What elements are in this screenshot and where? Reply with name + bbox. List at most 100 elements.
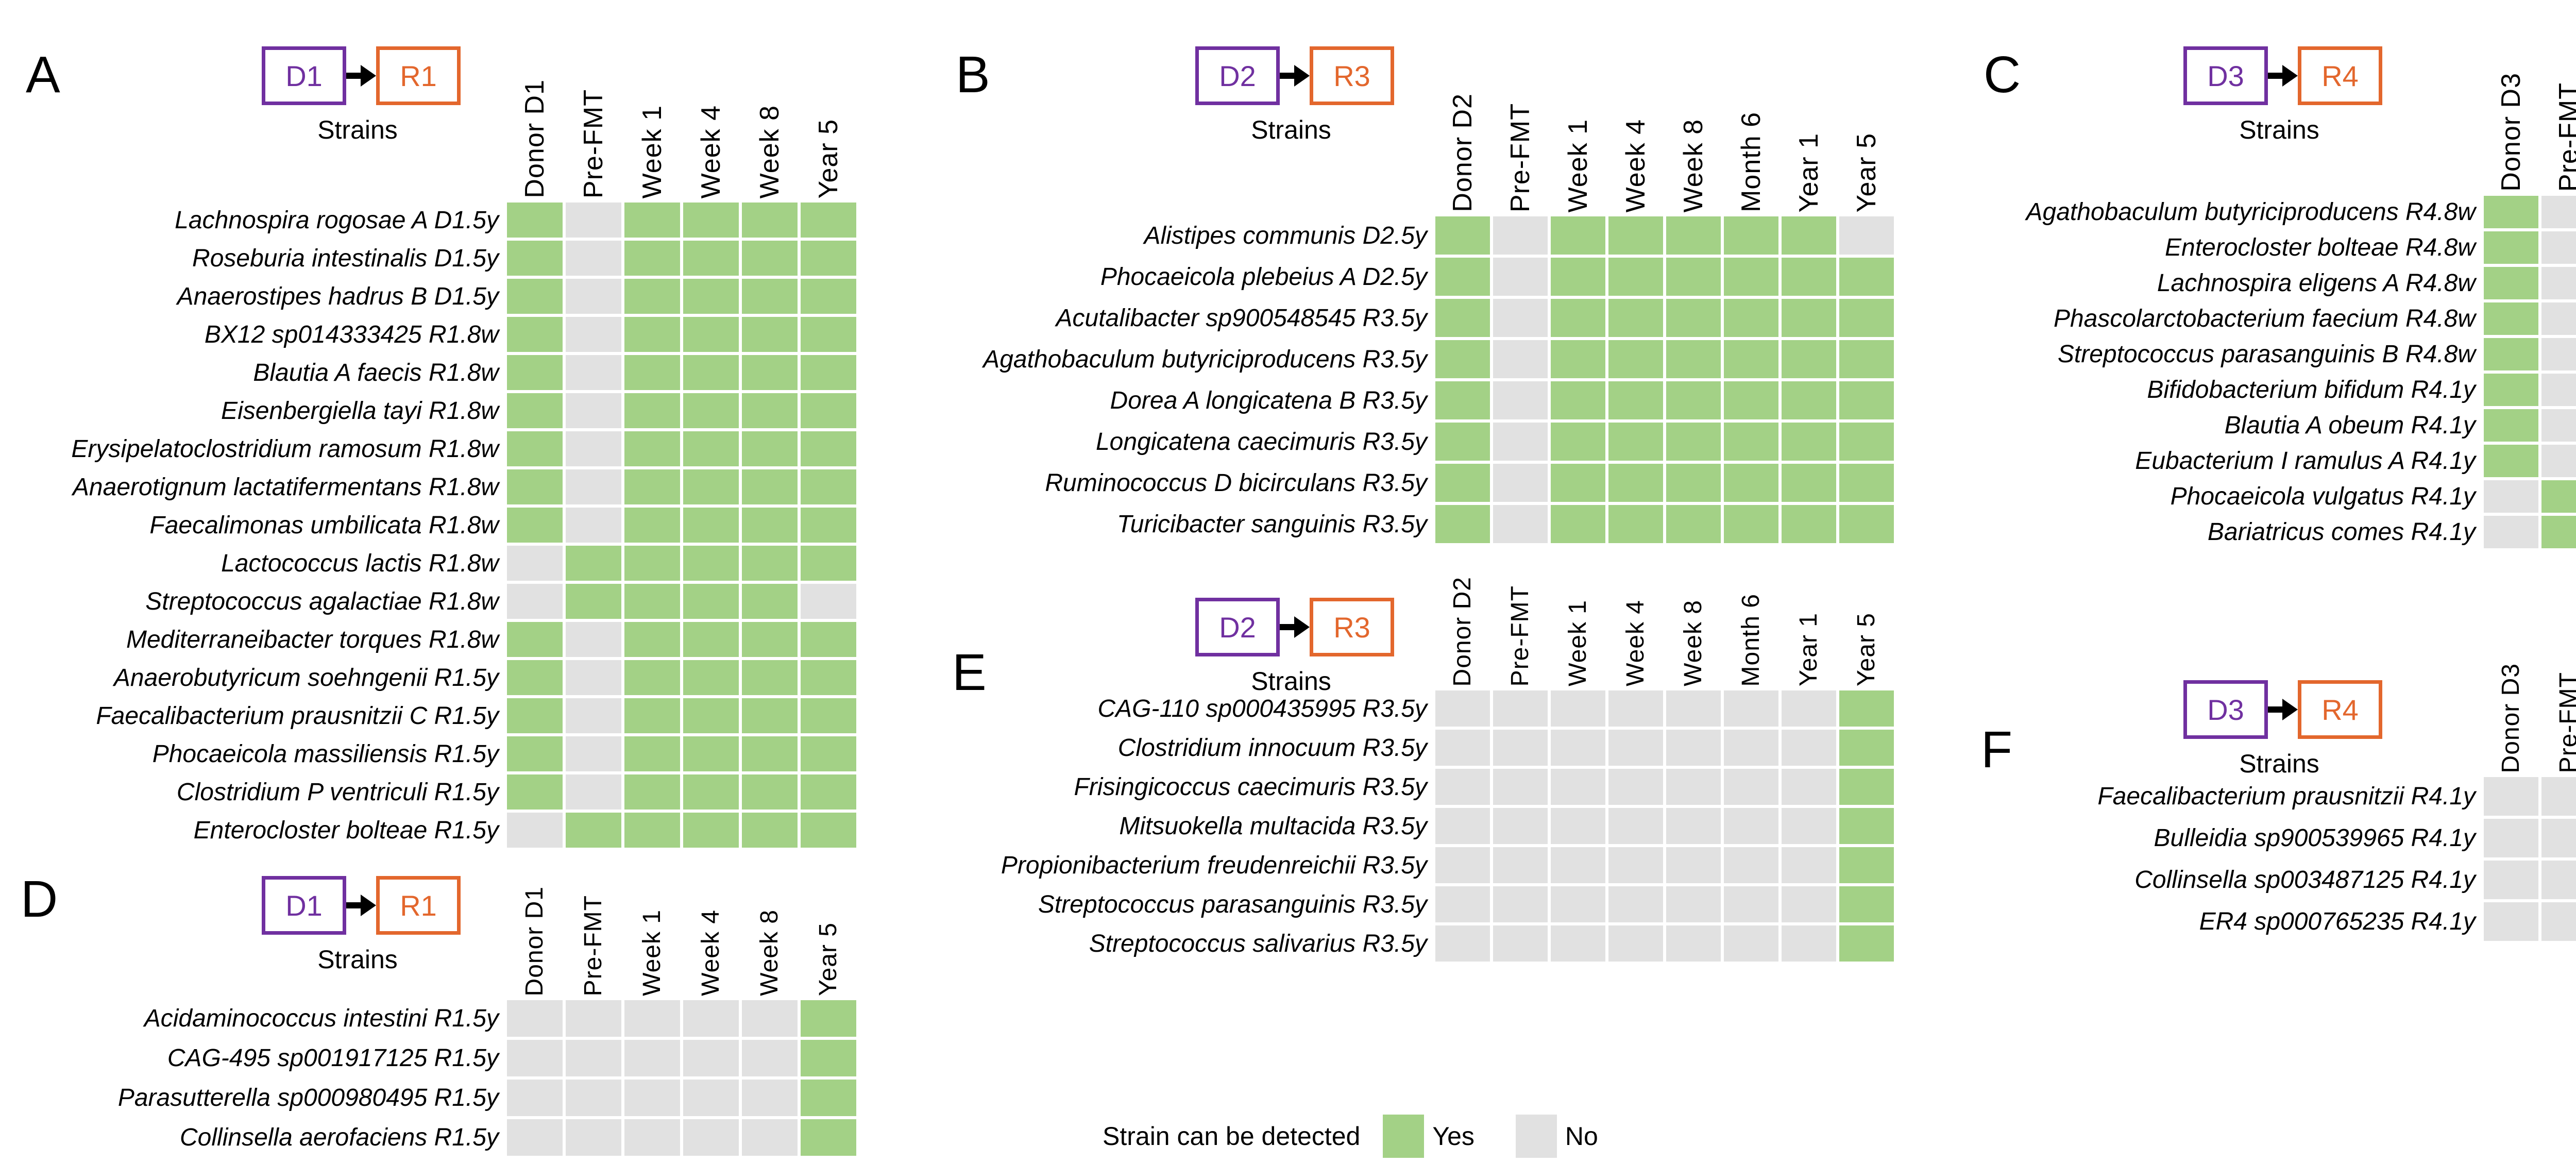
- strain-row-label: CAG-495 sp001917125 R1.5y: [167, 1044, 499, 1072]
- strain-row-label: Propionibacterium freudenreichii R3.5y: [1001, 851, 1427, 879]
- matrix-cell: [1666, 464, 1721, 502]
- strain-row-label: Bariatricus comes R4.1y: [2207, 518, 2476, 546]
- matrix-cell: [566, 736, 621, 771]
- panel-letter: E: [952, 644, 987, 701]
- matrix-cell: [1493, 258, 1548, 296]
- matrix-cell: [683, 508, 739, 543]
- matrix-grid: [2484, 196, 2576, 548]
- matrix-grid: [507, 1000, 856, 1156]
- matrix-cell: [1608, 216, 1663, 255]
- matrix-cell: [2541, 231, 2576, 264]
- matrix-cell: [1493, 886, 1548, 922]
- matrix-cell: [566, 584, 621, 619]
- strain-row-label: Agathobaculum butyriciproducens R4.8w: [2026, 198, 2476, 226]
- column-header-label: Year 1: [1794, 132, 1824, 212]
- matrix-cell: [624, 698, 680, 733]
- strain-row-label: Eubacterium I ramulus A R4.1y: [2135, 447, 2476, 475]
- column-header-label: Pre-FMT: [579, 89, 608, 198]
- matrix-cell: [2484, 267, 2538, 299]
- matrix-cell: [2484, 480, 2538, 513]
- matrix-cell: [683, 241, 739, 276]
- matrix-cell: [1839, 925, 1894, 962]
- column-header-label: Week 1: [1563, 119, 1593, 212]
- column-header: Week 1: [1551, 42, 1605, 212]
- matrix-cell: [742, 622, 798, 657]
- matrix-cell: [801, 584, 856, 619]
- matrix-cell: [683, 622, 739, 657]
- matrix-cell: [2484, 374, 2538, 406]
- matrix-cell: [2484, 302, 2538, 335]
- matrix-cell: [2541, 861, 2576, 899]
- matrix-cell: [2541, 338, 2576, 370]
- matrix-cell: [1608, 847, 1663, 883]
- matrix-cell: [507, 584, 563, 619]
- matrix-cell: [1435, 299, 1490, 337]
- matrix-cell: [624, 813, 680, 848]
- column-header-label: Pre-FMT: [2555, 671, 2576, 773]
- matrix-cell: [1608, 258, 1663, 296]
- matrix-cell: [566, 508, 621, 543]
- matrix-cell: [1839, 769, 1894, 805]
- matrix-cell: [683, 698, 739, 733]
- matrix-cell: [566, 203, 621, 238]
- matrix-cell: [2541, 902, 2576, 941]
- matrix-cell: [566, 1040, 621, 1076]
- matrix-cell: [566, 241, 621, 276]
- strain-row-label: Collinsella sp003487125 R4.1y: [2134, 866, 2476, 894]
- recipient-box: R1: [376, 46, 461, 105]
- matrix-cell: [566, 546, 621, 581]
- matrix-cell: [2484, 516, 2538, 548]
- matrix-cell: [507, 1040, 563, 1076]
- matrix-cell: [566, 774, 621, 810]
- matrix-cell: [1666, 423, 1721, 461]
- flow-arrow-icon: [2268, 63, 2299, 91]
- column-header: Week 1: [624, 854, 680, 996]
- matrix-cell: [1608, 464, 1663, 502]
- strain-row-label: Mitsuokella multacida R3.5y: [1119, 812, 1427, 840]
- matrix-grid: [1435, 690, 1894, 962]
- matrix-cell: [801, 660, 856, 695]
- flow-arrow-icon: [1280, 63, 1311, 91]
- matrix-cell: [742, 736, 798, 771]
- matrix-cell: [1435, 381, 1490, 419]
- matrix-cell: [507, 660, 563, 695]
- strain-row-label: Blautia A obeum R4.1y: [2224, 412, 2476, 439]
- matrix-cell: [1724, 505, 1778, 543]
- recipient-box: R3: [1310, 46, 1394, 105]
- matrix-cell: [566, 660, 621, 695]
- matrix-cell: [1666, 505, 1721, 543]
- column-header-label: Year 1: [1795, 612, 1822, 686]
- strain-row-label: Collinsella aerofaciens R1.5y: [180, 1124, 499, 1151]
- matrix-cell: [1551, 464, 1605, 502]
- column-header: Pre-FMT: [2541, 631, 2576, 773]
- column-header-label: Week 4: [1621, 119, 1651, 212]
- matrix-cell: [1551, 216, 1605, 255]
- matrix-cell: [1608, 769, 1663, 805]
- matrix-cell: [742, 1080, 798, 1116]
- matrix-cell: [1666, 769, 1721, 805]
- matrix-cell: [566, 355, 621, 390]
- column-header: Week 4: [1608, 42, 1663, 212]
- matrix-cell: [1493, 925, 1548, 962]
- matrix-cell: [1782, 847, 1836, 883]
- matrix-cell: [1666, 381, 1721, 419]
- matrix-cell: [624, 355, 680, 390]
- matrix-cell: [507, 317, 563, 352]
- matrix-cell: [2541, 480, 2576, 513]
- matrix-cell: [624, 660, 680, 695]
- donor-box: D1: [262, 876, 346, 935]
- matrix-cell: [507, 698, 563, 733]
- column-header-label: Month 6: [1737, 593, 1765, 686]
- matrix-cell: [1724, 886, 1778, 922]
- strains-axis-label: Strains: [1251, 115, 1331, 144]
- matrix-cell: [742, 660, 798, 695]
- matrix-cell: [1666, 808, 1721, 844]
- matrix-cell: [2541, 777, 2576, 816]
- column-header: Donor D3: [2484, 631, 2538, 773]
- column-header-label: Week 1: [1564, 600, 1591, 686]
- matrix-cell: [624, 469, 680, 504]
- column-header: Year 5: [801, 28, 856, 198]
- matrix-cell: [1839, 464, 1894, 502]
- matrix-cell: [1435, 505, 1490, 543]
